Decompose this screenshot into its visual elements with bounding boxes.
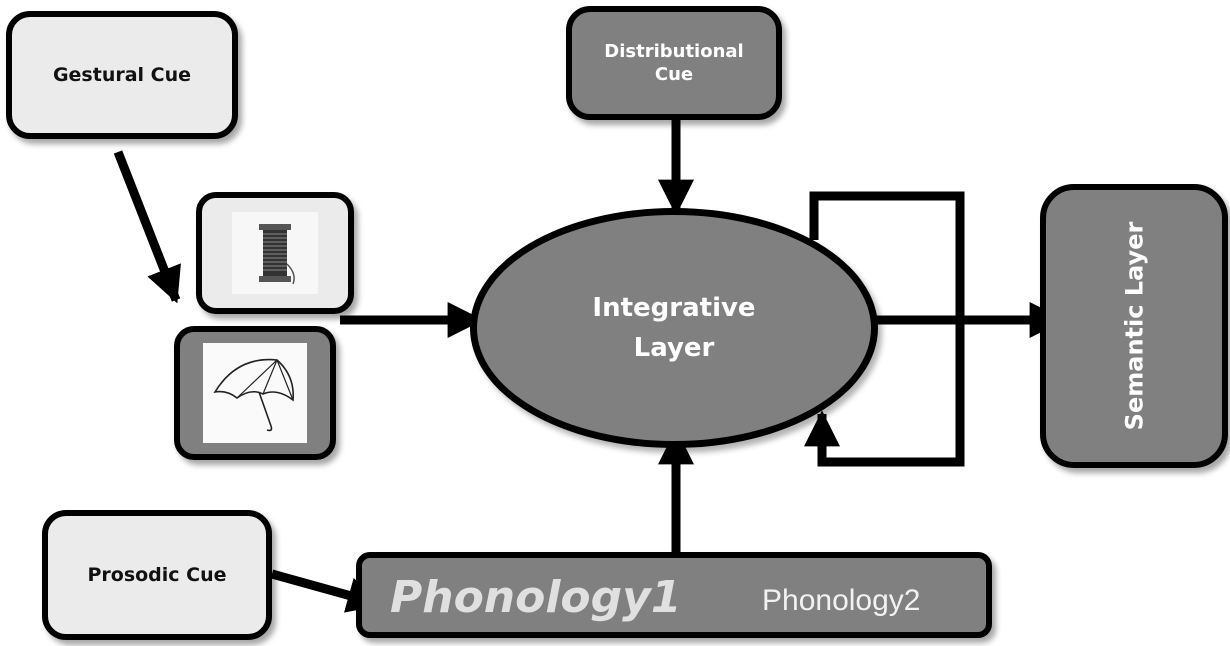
prosodic-cue-box: Prosodic Cue [42, 510, 272, 640]
gestural-cue-box: Gestural Cue [6, 11, 238, 139]
recurrent-loop-connector [804, 191, 965, 467]
spool-card [196, 192, 354, 314]
phonology2-label: Phonology2 [762, 584, 921, 617]
distributional-cue-box: Distributional Cue [566, 6, 782, 120]
distributional-cue-label-line2: Cue [654, 64, 694, 85]
phonology-box: Phonology1 Phonology2 [356, 552, 992, 638]
spool-of-thread-icon [232, 212, 318, 294]
umbrella-card [174, 326, 336, 460]
phonology1-label: Phonology1 [390, 572, 682, 623]
umbrella-icon [203, 343, 307, 443]
semantic-layer-box: Semantic Layer [1040, 184, 1228, 468]
integrative-label-line2: Layer [633, 333, 715, 363]
semantic-layer-label: Semantic Layer [1120, 221, 1149, 431]
distributional-cue-label-line1: Distributional [604, 40, 744, 62]
integrative-layer-node: Integrative Layer [470, 208, 878, 448]
gestural-cue-label: Gestural Cue [52, 64, 192, 86]
arrow-gestural-to-cards [113, 150, 181, 304]
integrative-label-line1: Integrative [592, 292, 756, 323]
prosodic-cue-label: Prosodic Cue [87, 564, 227, 586]
